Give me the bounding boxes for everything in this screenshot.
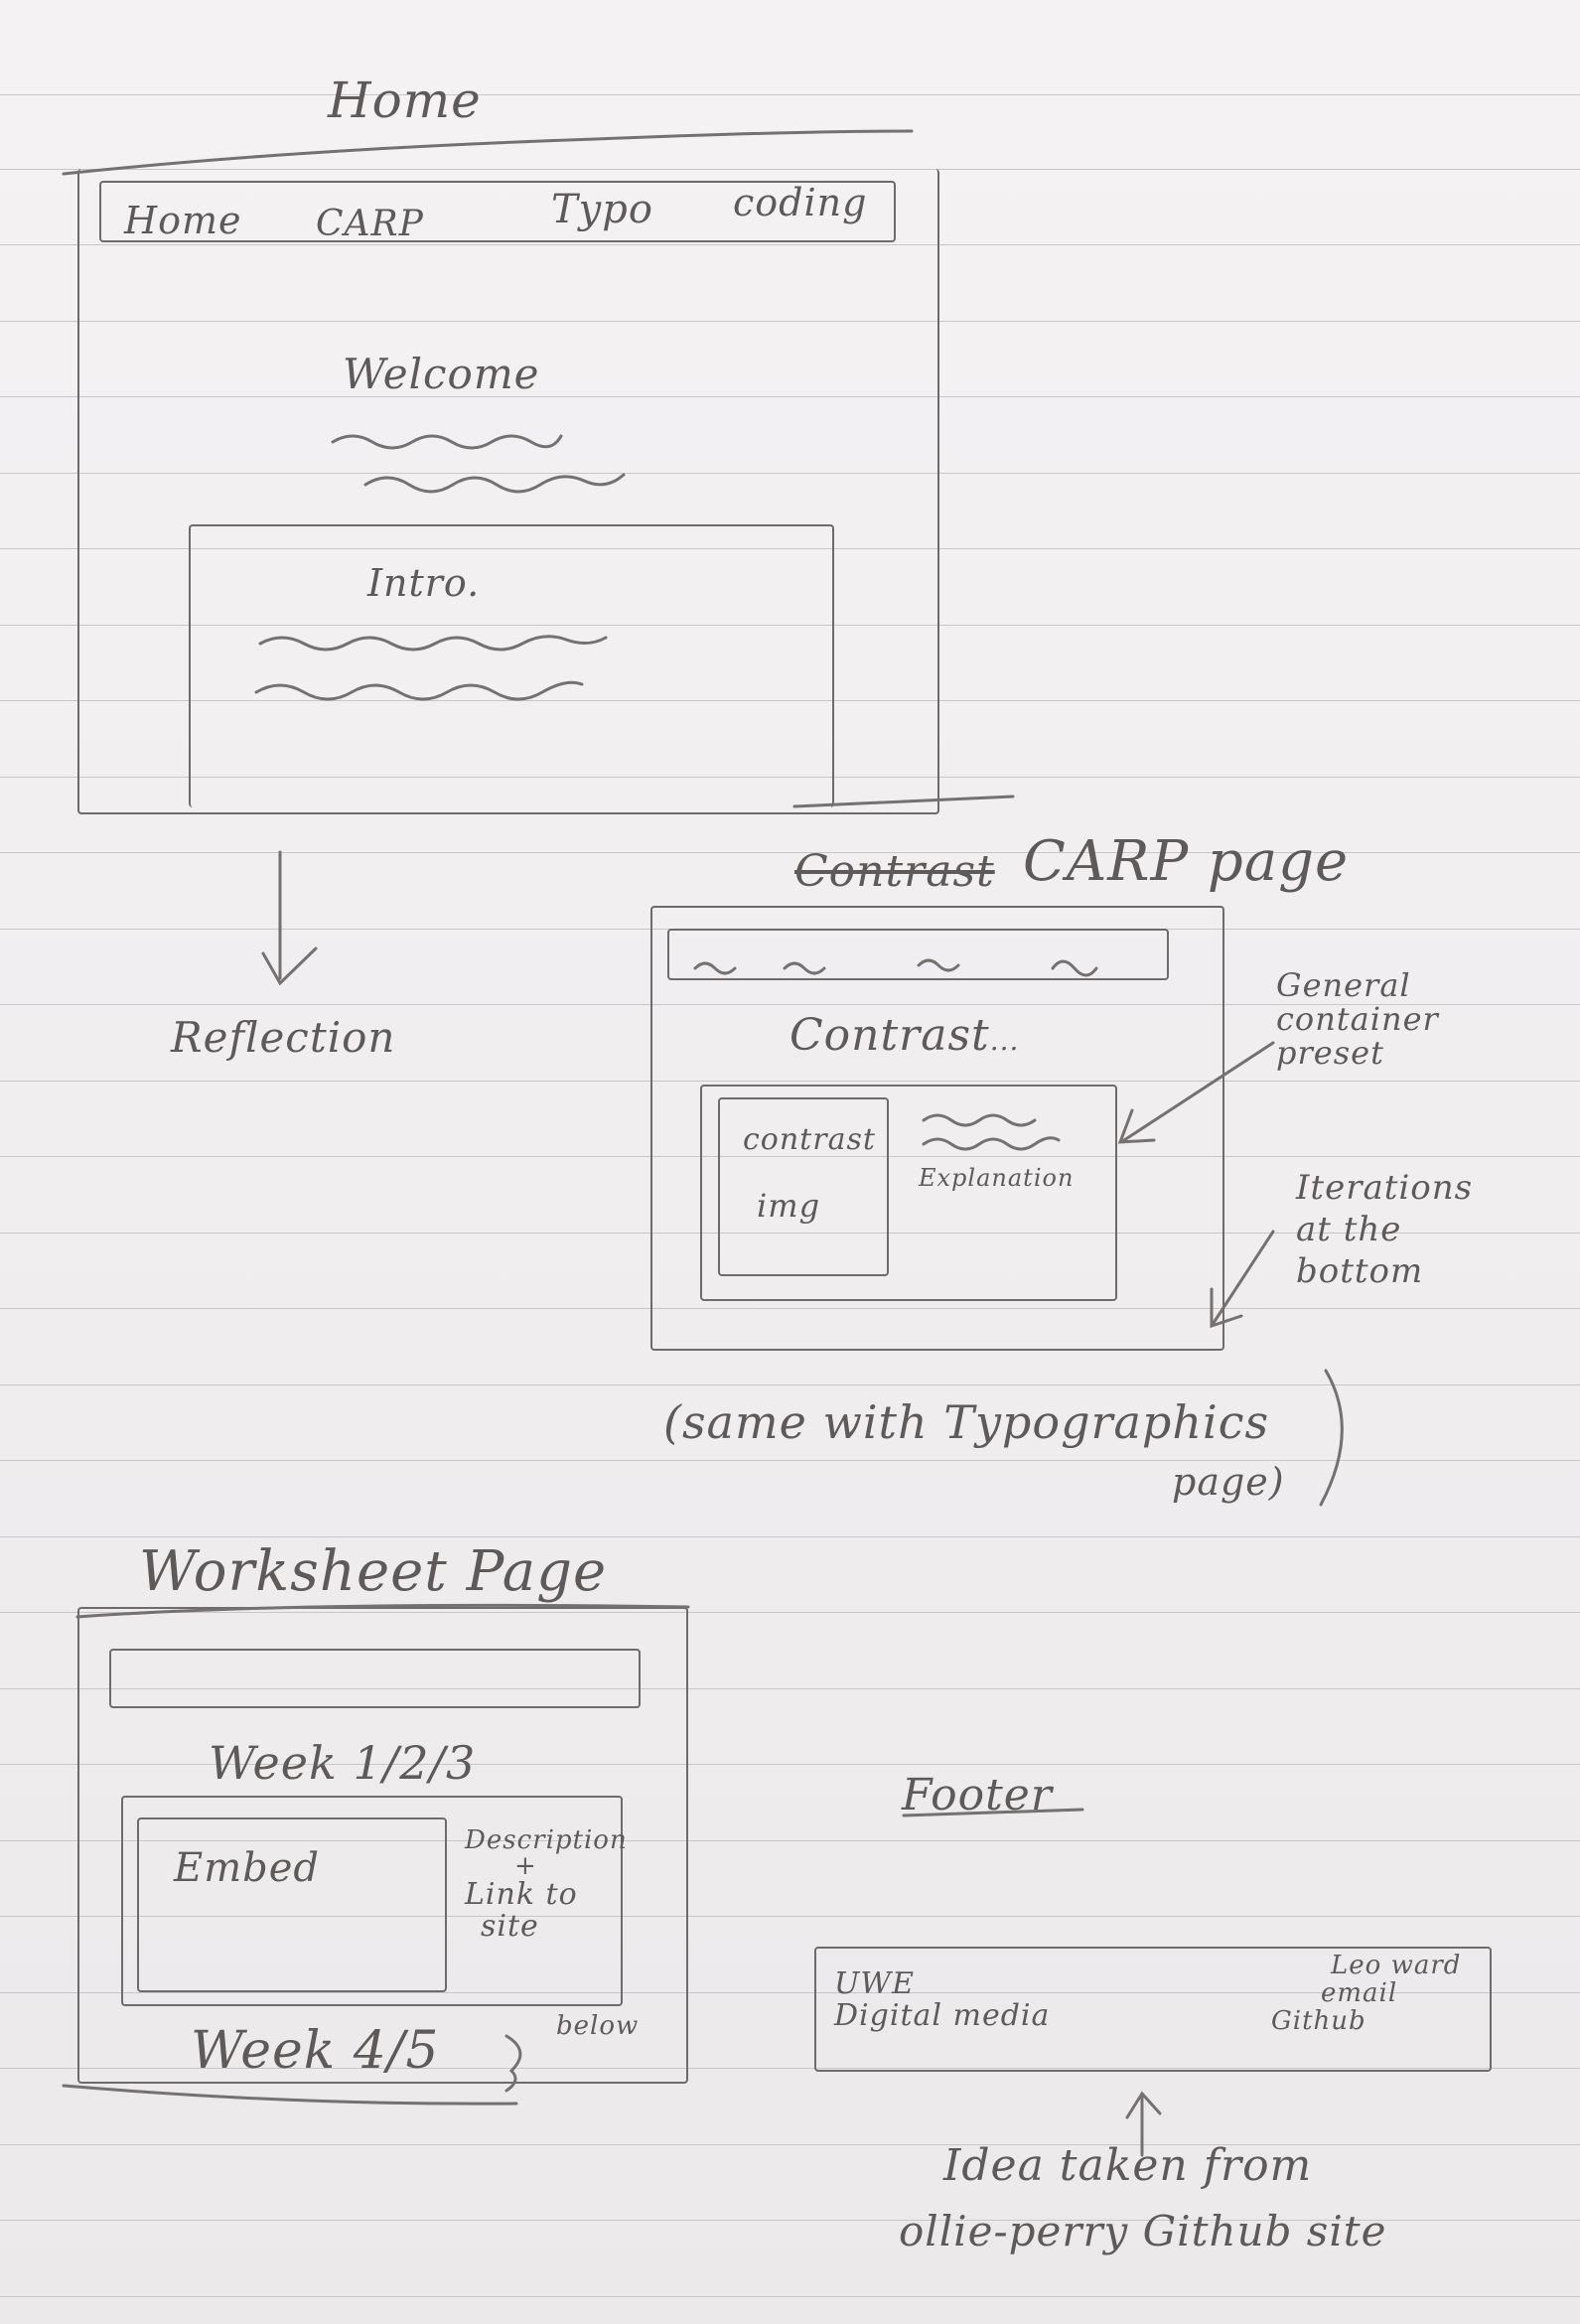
below-note: below (556, 2011, 640, 2041)
footer-left: UWE Digital media (834, 1968, 1050, 2032)
note-iterations-line3: bottom (1296, 1251, 1424, 1291)
carp-heading-text: Contrast (790, 1010, 990, 1061)
description-line4: site (481, 1909, 539, 1944)
footer-right-line2: email (1321, 1978, 1398, 2008)
embed-box (137, 1817, 447, 1992)
footer-left-line2: Digital media (834, 1998, 1051, 2033)
general-container (700, 1085, 1117, 1301)
home-page-frame (77, 169, 939, 814)
footer-right-line1: Leo ward (1331, 1951, 1462, 1980)
footer-right: Leo ward email Github (1271, 1952, 1461, 2035)
description-line3: Link to (465, 1877, 578, 1912)
weeks-bottom-heading: Week 4/5 (191, 2021, 440, 2081)
contrast-img-line1: contrast (743, 1122, 876, 1157)
worksheet-container (121, 1796, 623, 2006)
carp-heading-dots: ... (989, 1024, 1020, 1057)
carp-struck-title: Contrast (794, 846, 995, 897)
explanation-label: Explanation (919, 1164, 1075, 1192)
embed-label: Embed (174, 1845, 321, 1891)
note-container-preset: General container preset (1276, 968, 1439, 1070)
note-iterations: Iterations at the bottom (1296, 1167, 1473, 1292)
carp-navbar (667, 929, 1169, 980)
footer-title: Footer (902, 1770, 1053, 1820)
home-navbar (99, 181, 896, 242)
same-with-typographics: (same with Typographics (663, 1395, 1270, 1449)
welcome-heading: Welcome (343, 350, 540, 398)
description-line1: Description (465, 1825, 628, 1855)
contrast-img-line2: img (757, 1187, 821, 1225)
note-iterations-line2: at the (1296, 1210, 1402, 1249)
note-container-line1: General (1276, 966, 1411, 1004)
note-iterations-line1: Iterations (1296, 1168, 1474, 1208)
worksheet-title: Worksheet Page (139, 1539, 608, 1604)
note-container-line3: preset (1276, 1034, 1384, 1072)
contrast-image-box (718, 1097, 889, 1276)
nav-item-coding: coding (733, 181, 868, 224)
note-container-line2: container (1276, 1000, 1439, 1038)
nav-item-home: Home (124, 199, 242, 242)
carp-title: CARP page (1023, 829, 1350, 894)
nav-item-carp: CARP (316, 204, 424, 244)
intro-container (189, 524, 834, 807)
reflection-label: Reflection (171, 1013, 396, 1062)
footer-left-line1: UWE (834, 1966, 916, 2001)
intro-heading: Intro. (367, 561, 481, 605)
home-title: Home (328, 72, 482, 129)
carp-heading: Contrast... (790, 1010, 1019, 1061)
description-line2: + (514, 1851, 537, 1881)
weeks-top-heading: Week 1/2/3 (209, 1736, 477, 1790)
idea-source: ollie-perry Github site (899, 2207, 1387, 2255)
same-with-tail: page) (1172, 1460, 1285, 1504)
nav-item-typo: Typo (551, 187, 653, 232)
footer-frame (814, 1947, 1492, 2072)
worksheet-navbar (109, 1649, 641, 1708)
idea-taken-from: Idea taken from (943, 2140, 1313, 2191)
footer-right-line3: Github (1271, 2006, 1366, 2036)
description-note: Description + Link to site (465, 1827, 628, 1943)
